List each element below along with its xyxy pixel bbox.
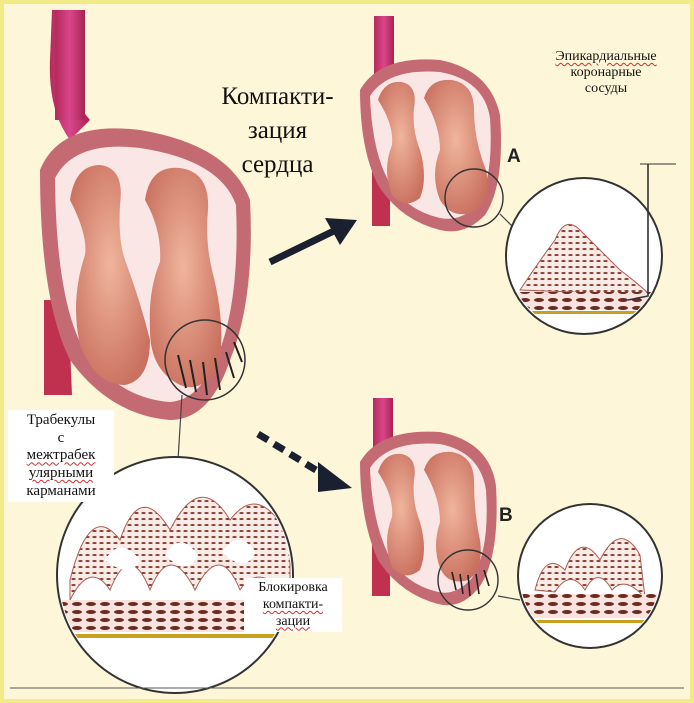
panel-b-letter: B	[499, 505, 513, 526]
compacted-zoom	[505, 163, 676, 335]
heart-a-zoom-circle	[444, 168, 504, 228]
trabeculae-epicardium	[59, 634, 291, 638]
compacted-epicardium	[508, 311, 660, 314]
trabeculae-line-5: карманами	[26, 482, 96, 499]
arrow-blockage	[256, 430, 352, 492]
compacted-cell-layer	[508, 292, 660, 310]
compacted-myocardium-mound	[519, 223, 652, 296]
trabeculae-label: Трабекулы с межтрабек улярными карманами	[8, 410, 114, 503]
epicardial-vessels-label: Эпикардиальные коронарные сосуды	[536, 49, 676, 97]
zoom-connector-main	[177, 394, 183, 461]
trabeculae-zoom	[56, 456, 294, 694]
blockage-label: Блокировка компакти- зации	[244, 578, 342, 633]
heart-b-zoom-circle	[437, 549, 499, 611]
noncompacted-trabeculae	[534, 538, 646, 600]
main-heart	[40, 10, 251, 461]
heart-b-right-chamber	[424, 451, 481, 582]
trabeculae-line-1: Трабекулы	[26, 412, 96, 428]
noncompacted-cell-layer	[520, 594, 660, 618]
title-line-1: Компакти-	[221, 83, 334, 110]
title-label: Компакти- зация сердца	[205, 80, 350, 181]
noncompacted-epicardium	[520, 620, 660, 623]
heart-b	[360, 398, 521, 611]
blockage-line-3: зации	[275, 613, 311, 629]
trabeculae-line-3: межтрабек	[26, 447, 96, 464]
epicardial-line-2: коронарные	[570, 65, 642, 81]
main-zoom-circle	[164, 319, 246, 401]
arrow-compaction	[268, 218, 357, 266]
trabeculae-line-4: улярными	[28, 465, 94, 482]
blockage-line-2: компакти-	[262, 596, 324, 612]
panel-a-letter: A	[507, 146, 521, 167]
coronary-vessel-pointer	[627, 164, 649, 301]
epicardial-line-3: сосуды	[584, 81, 628, 97]
epicardial-line-1: Эпикардиальные	[555, 49, 657, 64]
heart-a	[360, 16, 519, 233]
heart-b-left-chamber	[378, 453, 424, 576]
heart-a-right-chamber	[424, 79, 488, 215]
main-trabecula-marks	[177, 341, 243, 396]
main-left-chamber	[70, 165, 150, 385]
main-aorta-top	[55, 10, 85, 120]
trabeculae-line-2: с	[57, 429, 65, 446]
heart-a-left-chamber	[378, 81, 424, 204]
title-line-3: сердца	[241, 150, 314, 178]
main-right-chamber	[145, 167, 222, 388]
title-line-2: зация	[247, 116, 308, 144]
heart-b-trabecula-marks	[451, 569, 490, 597]
blockage-line-1: Блокировка	[258, 580, 328, 595]
zoom-connector-b	[497, 595, 521, 601]
noncompacted-zoom	[517, 503, 663, 649]
